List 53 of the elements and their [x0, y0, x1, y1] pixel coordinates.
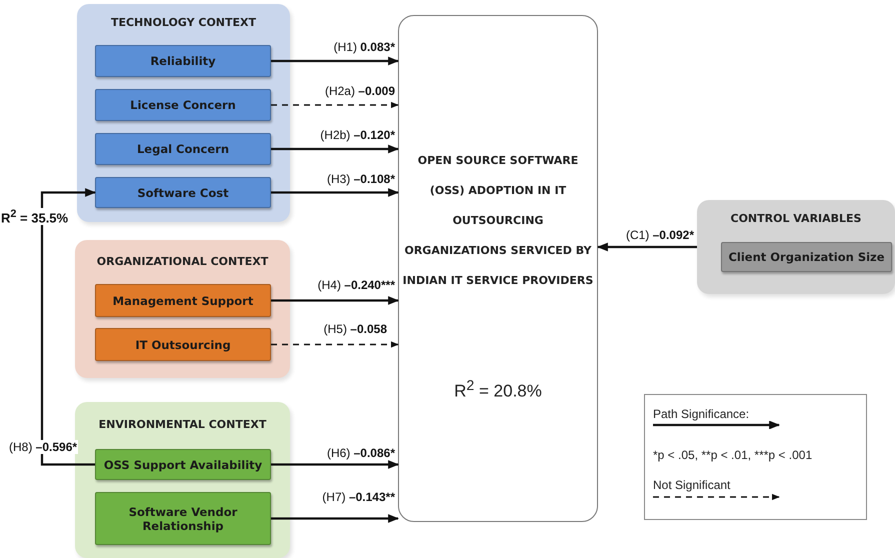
path-coefficient-label: (H4) –0.240***	[316, 278, 396, 292]
context-group-panel	[77, 4, 290, 222]
dashed-arrow	[271, 341, 399, 348]
path-coefficient-label: (H7) –0.143**	[321, 490, 396, 504]
path-coefficient-label: (H6) –0.086*	[326, 446, 396, 460]
factor-label: License Concern	[130, 98, 236, 112]
arrow	[271, 514, 400, 523]
arrow	[271, 56, 400, 66]
arrow	[596, 242, 697, 252]
group-heading: ENVIRONMENTAL CONTEXT	[98, 418, 266, 431]
context-group-panel	[75, 240, 290, 378]
path-coefficient-label: (C1) –0.092*	[624, 228, 695, 242]
arrow	[271, 144, 400, 154]
factor-label: Software Cost	[137, 186, 229, 200]
factor-label: Legal Concern	[136, 142, 230, 156]
factor-box	[95, 45, 271, 77]
factor-box	[95, 492, 271, 545]
legend-text: Not Significant	[653, 478, 730, 492]
factor-label: Reliability	[150, 54, 216, 68]
r-squared-label: R$^{2}$ = 35.5%	[0, 208, 70, 226]
factor-label: Management Support	[112, 294, 254, 308]
factor-label: Client Organization Size	[728, 250, 885, 264]
legend-text: *p < .05, **p < .01, ***p < .001	[653, 448, 812, 462]
factor-box	[95, 449, 271, 480]
context-group-panel	[697, 200, 895, 294]
legend-text: Path Significance:	[653, 407, 750, 421]
factor-box	[95, 133, 271, 165]
arrow	[271, 296, 400, 305]
group-heading: CONTROL VARIABLES	[730, 212, 862, 225]
factor-label: OSS Support Availability	[104, 458, 262, 472]
path-coefficient-label: (H3) –0.108*	[326, 172, 396, 186]
path-coefficient-label: (H2b) –0.120*	[319, 128, 396, 142]
dashed-arrow	[271, 102, 399, 108]
path-coefficient-label: (H8) –0.596*	[8, 440, 78, 454]
outcome-title: OPEN SOURCE SOFTWARE (OSS) ADOPTION IN IT OUTSOURCING ORGANIZATIONS SERVICED BY INDIAN IT SERVICE PROVIDERS	[402, 153, 594, 289]
factor-box	[95, 284, 271, 317]
factor-label: IT Outsourcing	[135, 338, 231, 352]
group-heading: TECHNOLOGY CONTEXT	[110, 16, 256, 29]
factor-box	[95, 177, 271, 208]
path-coefficient-label: (H5) –0.058	[322, 322, 388, 336]
arrow	[271, 188, 400, 197]
factor-box	[95, 328, 271, 361]
factor-box	[95, 89, 271, 121]
r-squared-value: R$^{2}$ = 20.8%	[453, 378, 543, 402]
path-coefficient-label: (H1) 0.083*	[332, 40, 396, 54]
factor-box	[721, 242, 892, 272]
arrow	[271, 460, 400, 469]
factor-label: Software Vendor Relationship	[128, 504, 238, 532]
group-heading: ORGANIZATIONAL CONTEXT	[96, 255, 268, 268]
arrow	[40, 188, 96, 466]
path-coefficient-label: (H2a) –0.009	[324, 84, 396, 98]
outcome-box	[398, 15, 598, 522]
context-group-panel	[75, 402, 290, 558]
